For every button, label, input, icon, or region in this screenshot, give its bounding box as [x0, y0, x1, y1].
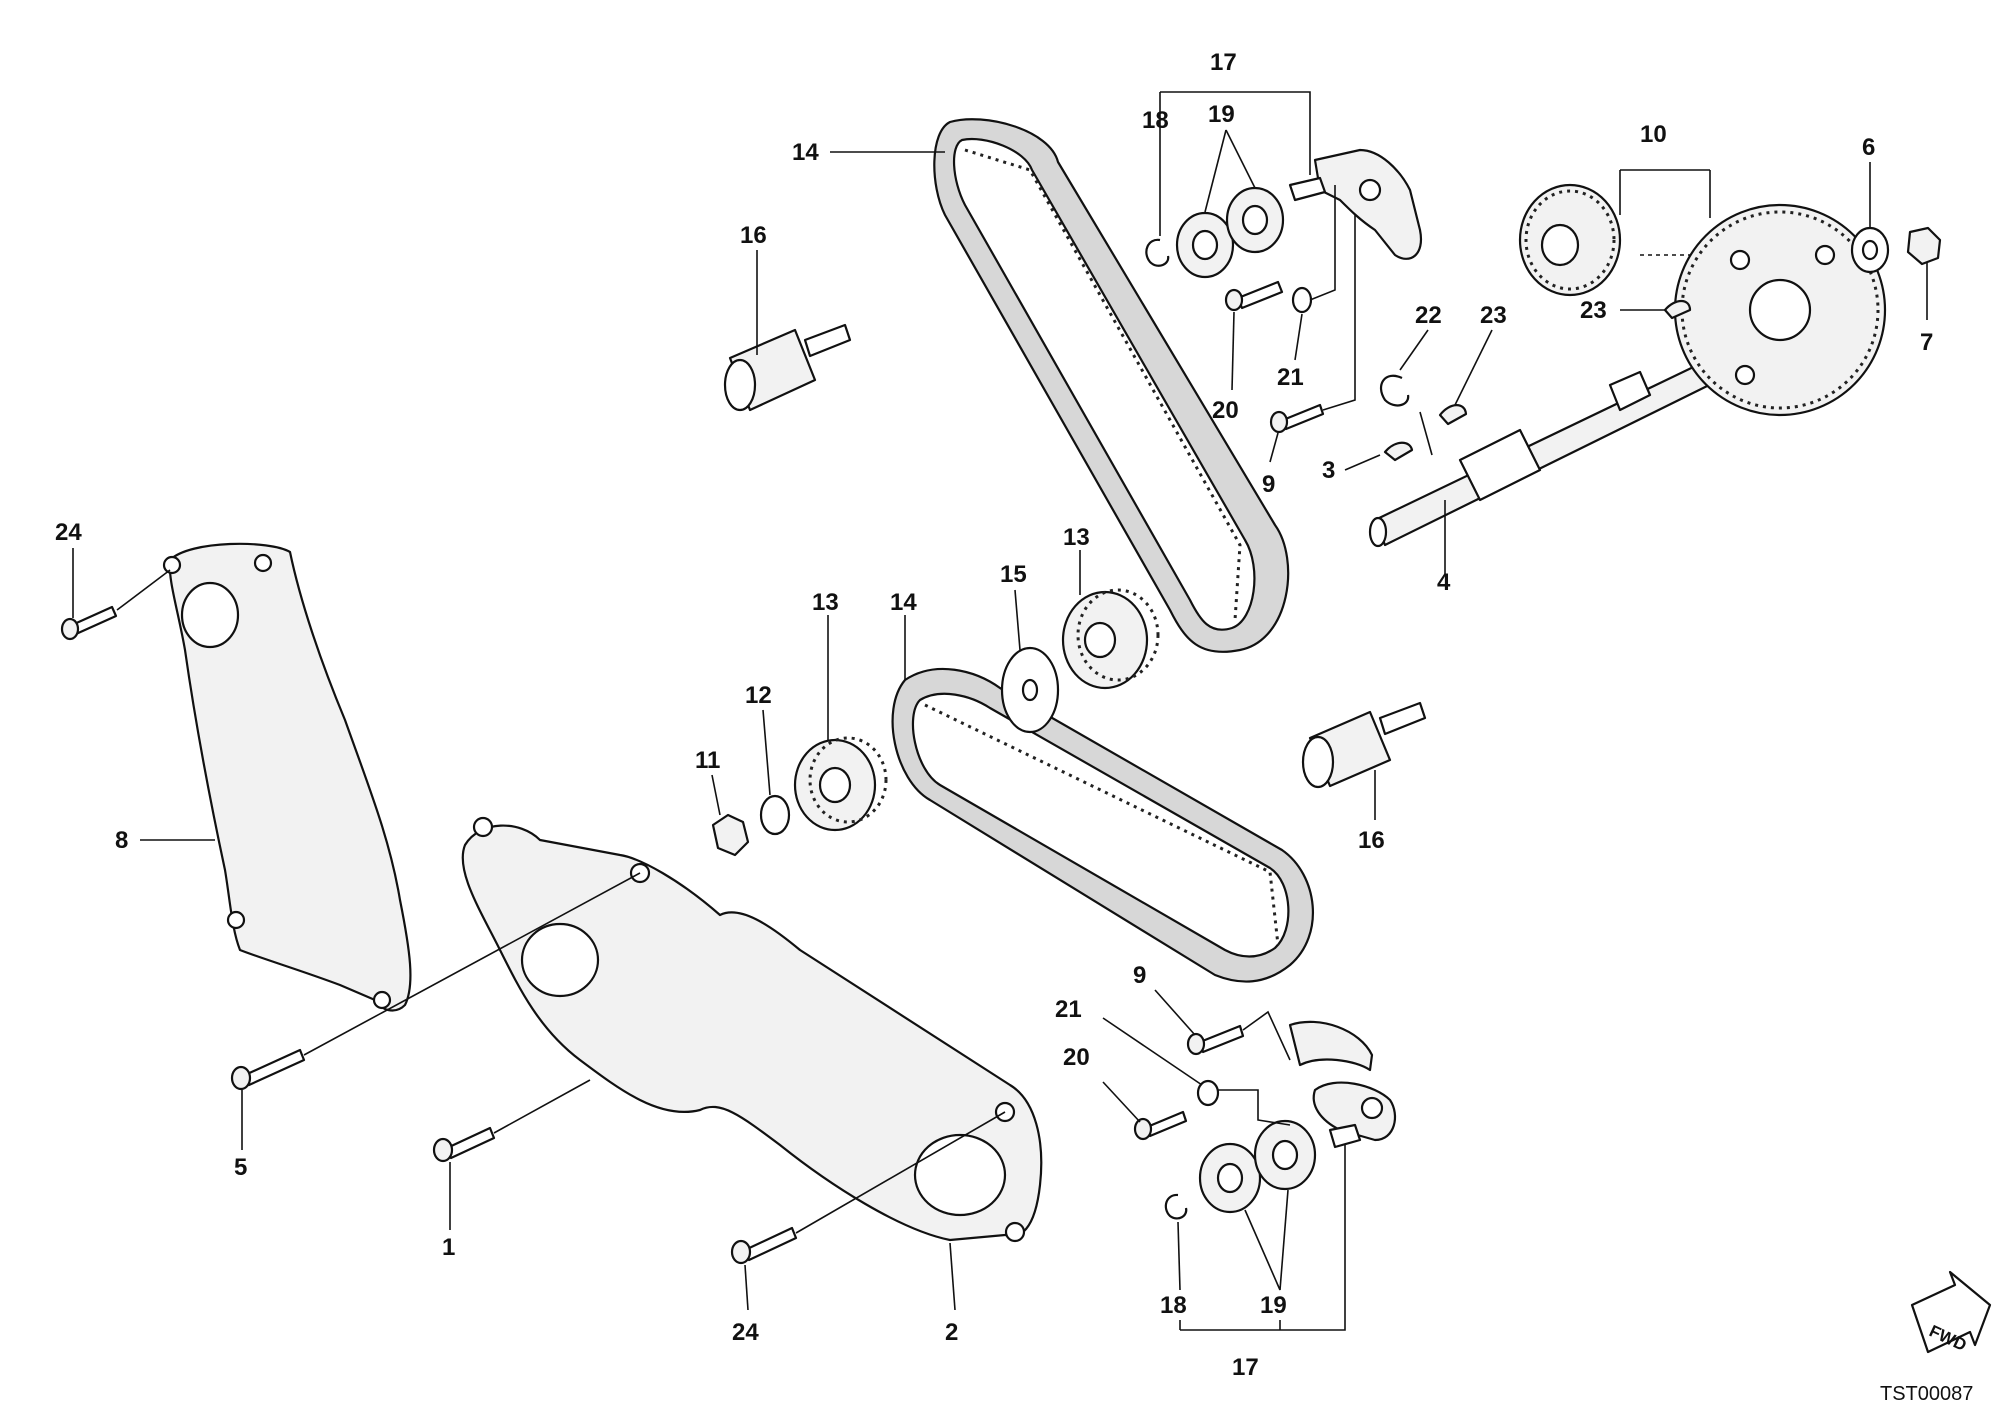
bolt-1[interactable]: [432, 1126, 496, 1163]
rear-belt-cover[interactable]: [162, 542, 412, 1012]
callout-15: 15: [1000, 561, 1027, 588]
timing-belt-lower[interactable]: [891, 667, 1314, 983]
bolt-20-lower[interactable]: [1133, 1110, 1188, 1141]
camshaft[interactable]: [1368, 333, 1772, 548]
circlip-22[interactable]: [1379, 374, 1410, 407]
circlip-18-lower[interactable]: [1164, 1193, 1188, 1220]
tensioner-bracket-lower[interactable]: [1288, 1020, 1397, 1149]
callout-24-lower: 24: [732, 1319, 759, 1346]
callout-16-upper: 16: [740, 222, 767, 249]
callout-3: 3: [1322, 457, 1335, 484]
spacer-16-lower[interactable]: [1301, 701, 1427, 789]
key-23-shaft[interactable]: [1438, 404, 1468, 426]
callout-6: 6: [1862, 134, 1875, 161]
pulley-13-right[interactable]: [1061, 588, 1160, 690]
callout-12: 12: [745, 682, 772, 709]
callout-23-shaft: 23: [1480, 302, 1507, 329]
callout-16-lower: 16: [1358, 827, 1385, 854]
callout-21-upper: 21: [1277, 364, 1304, 391]
callout-4: 4: [1437, 569, 1451, 596]
tensioner-bracket-upper[interactable]: [1288, 148, 1423, 260]
callout-20-lower: 20: [1063, 1044, 1090, 1071]
bolt-9-upper[interactable]: [1269, 403, 1325, 434]
key-3[interactable]: [1383, 441, 1414, 462]
callout-2: 2: [945, 1319, 958, 1346]
callout-19-upper: 19: [1208, 101, 1235, 128]
callout-10: 10: [1640, 121, 1667, 148]
front-belt-cover[interactable]: [461, 816, 1043, 1243]
callout-14-upper: 14: [792, 139, 819, 166]
bolt-9-lower[interactable]: [1186, 1024, 1245, 1056]
washer-15-hole: [1021, 678, 1039, 702]
callout-18-upper: 18: [1142, 107, 1169, 134]
callout-22: 22: [1415, 302, 1442, 329]
bearing-19-upper-b[interactable]: [1225, 186, 1285, 254]
callout-14-lower: 14: [890, 589, 917, 616]
washer-6-hole: [1861, 239, 1879, 261]
bearing-19-lower-b[interactable]: [1253, 1119, 1317, 1191]
callout-9-lower: 9: [1133, 962, 1146, 989]
callout-labels: 17 18 19 14 16 10 6 7 23 22 23 20 21 9 3…: [55, 49, 1933, 1381]
callout-1: 1: [442, 1234, 455, 1261]
washer-21-lower[interactable]: [1196, 1079, 1220, 1107]
callout-18-lower: 18: [1160, 1292, 1187, 1319]
nut-7[interactable]: [1906, 226, 1942, 266]
gear-large[interactable]: [1673, 203, 1887, 417]
callout-17-upper: 17: [1210, 49, 1237, 76]
callout-13-right: 13: [1063, 524, 1090, 551]
bolt-20-upper[interactable]: [1224, 280, 1284, 312]
key-23-gear[interactable]: [1663, 299, 1692, 320]
spacer-16-upper[interactable]: [723, 323, 852, 412]
callout-19-lower: 19: [1260, 1292, 1287, 1319]
bolt-24-upper[interactable]: [60, 605, 118, 641]
bolt-5[interactable]: [230, 1048, 306, 1091]
bearing-19-upper-a[interactable]: [1175, 211, 1235, 279]
callout-13-left: 13: [812, 589, 839, 616]
circlip-18-upper[interactable]: [1145, 238, 1170, 267]
callout-11: 11: [695, 747, 720, 774]
callout-24-upper: 24: [55, 519, 82, 546]
fwd-direction-badge: FWD: [1910, 1270, 1992, 1355]
washer-12[interactable]: [759, 794, 791, 836]
callout-21-lower: 21: [1055, 996, 1082, 1023]
nut-11[interactable]: [711, 813, 750, 857]
bolt-24-lower[interactable]: [730, 1226, 798, 1265]
callout-9-upper: 9: [1262, 471, 1275, 498]
callout-23-gear: 23: [1580, 297, 1607, 324]
callout-5: 5: [234, 1154, 247, 1181]
callout-7: 7: [1920, 329, 1933, 356]
timing-belt-upper[interactable]: [933, 118, 1290, 653]
leader-lines: [72, 91, 1928, 1331]
gear-small[interactable]: [1518, 183, 1622, 297]
callout-20-upper: 20: [1212, 397, 1239, 424]
pulley-13-left[interactable]: [793, 736, 888, 832]
callout-17-lower: 17: [1232, 1354, 1259, 1381]
washer-21-upper[interactable]: [1291, 286, 1313, 314]
callout-8: 8: [115, 827, 128, 854]
bearing-19-lower-a[interactable]: [1198, 1142, 1262, 1214]
diagram-code: TST00087: [1880, 1383, 1973, 1405]
